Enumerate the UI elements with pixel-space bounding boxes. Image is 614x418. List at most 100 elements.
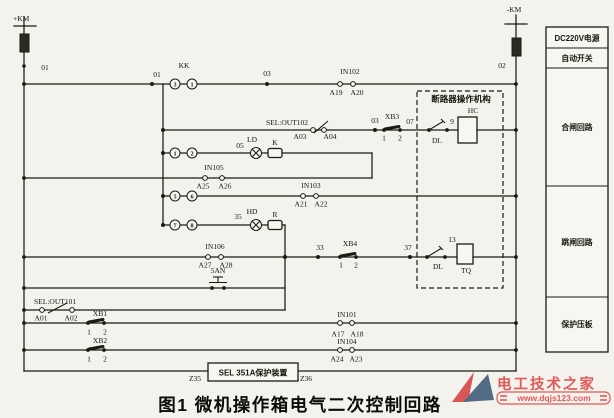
in101-term-a17-icon [337, 320, 343, 326]
xb1-label: XB1 [93, 309, 107, 318]
neg-fuse-label: -KM [507, 5, 522, 14]
fuse-positive-icon [19, 33, 30, 53]
kk-contact-2-icon [186, 147, 198, 159]
in103-term-a21-icon [300, 193, 306, 199]
side-panel: DC220V电源 自动开关 合闸回路 跳闸回路 保护压板 [545, 26, 609, 353]
tq-coil-icon [456, 243, 474, 265]
in106-term-a27-icon [205, 254, 211, 260]
kk-contact-1-num: 1 [190, 81, 193, 88]
in104-term-a23-icon [349, 347, 355, 353]
watermark-url: www.dqjs123.com [516, 393, 591, 403]
row-close-output: SEL:OUT102 A03 A04 03 XB3 1 2 07 [161, 112, 459, 143]
wire-02-label: 02 [498, 61, 506, 70]
a28-label: A28 [220, 261, 233, 270]
kk-contact-1b-icon [169, 147, 181, 159]
xb3-label: XB3 [385, 112, 399, 121]
xb4-label: XB4 [343, 239, 357, 248]
in104-term-a24-icon [337, 347, 343, 353]
wire-03b-label: 03 [371, 116, 379, 125]
a19-label: A19 [330, 88, 343, 97]
xb4-plate-icon [338, 252, 358, 259]
row-in103: 5 6 IN103 A21 A22 [161, 181, 517, 209]
out101-contact-icon [47, 302, 68, 314]
row-green-lamp: 1 2 05 LD K [161, 135, 373, 179]
in103-label: IN103 [301, 181, 320, 190]
panel-row-power: DC220V电源 [554, 33, 599, 43]
a24-label: A24 [331, 355, 344, 364]
wire-33-label: 33 [316, 243, 324, 252]
kk-switch-label: KK [179, 61, 190, 70]
row-close-command: 01 KK 3 1 03 IN102 A19 A20 [23, 61, 517, 226]
sel351a-label: SEL 351A保护装置 [219, 368, 288, 378]
ld-label: LD [247, 135, 258, 144]
dl-trip-label: DL [433, 262, 443, 271]
panel-row-closing: 合闸回路 [560, 122, 592, 132]
a21-label: A21 [295, 200, 308, 209]
lamp-ld-icon [250, 147, 262, 159]
hd-label: HD [247, 207, 258, 216]
wire-03-label: 03 [263, 69, 271, 78]
xb4-term1-label: 1 [339, 261, 343, 270]
out101-label: SEL:OUT101 [34, 297, 76, 306]
in104-label: IN104 [337, 337, 356, 346]
tq-label: TQ [461, 266, 472, 275]
mechanism-trip-branch: DL 13 TQ [425, 235, 517, 275]
out102-label: SEL:OUT102 [266, 118, 308, 127]
wire-07-label: 07 [406, 117, 414, 126]
panel-row-protection: 保护压板 [560, 319, 592, 329]
out102-term-a04-icon [321, 127, 327, 133]
mechanism-close-branch: DL 9 HC [427, 106, 517, 145]
dl-close-label: DL [432, 136, 442, 145]
wire-37-label: 37 [404, 243, 412, 252]
mechanism-label: 断路器操作机构 [431, 94, 491, 104]
xb2-plate-icon [86, 345, 106, 352]
xb3-plate-icon [382, 125, 402, 132]
xb2-label: XB2 [93, 336, 107, 345]
in102-label: IN102 [340, 67, 359, 76]
in106-term-a28-icon [218, 254, 224, 260]
a23-label: A23 [350, 355, 363, 364]
r-resistor-icon [267, 219, 283, 231]
a22-label: A22 [315, 200, 328, 209]
xb1-plate-icon [86, 318, 106, 325]
a27-label: A27 [199, 261, 212, 270]
a17-label: A17 [332, 330, 345, 339]
kk-contact-6-icon [186, 190, 198, 202]
kk-contact-3-icon [169, 78, 181, 90]
in106-label: IN106 [205, 242, 224, 251]
fuse-negative-icon [511, 37, 522, 57]
z36-label: Z36 [300, 374, 312, 383]
hc-coil-icon [457, 116, 478, 144]
wire-35-label: 35 [234, 212, 242, 221]
r-label: R [272, 210, 277, 219]
in105-term-a26-icon [219, 175, 225, 181]
out102-contact-icon [313, 120, 329, 134]
kk-contact-8-num: 8 [190, 222, 193, 229]
hc-term9-label: 9 [450, 117, 454, 126]
kk-contact-2-num: 2 [190, 150, 193, 157]
wire-01-label: 01 [41, 63, 49, 72]
out101-term-a02-icon [69, 307, 75, 313]
in102-term-a20-icon [350, 81, 356, 87]
a02-label: A02 [65, 314, 78, 323]
row-trip-button: 5AN [23, 266, 286, 290]
xb3-term1-label: 1 [382, 134, 386, 143]
k-label: K [272, 138, 278, 147]
row-in105: IN105 A25 A26 [23, 163, 373, 191]
in101-label: IN101 [337, 310, 356, 319]
wire-05-label: 05 [236, 141, 244, 150]
kk-contact-6-num: 6 [190, 193, 193, 200]
5an-button-icon [209, 276, 227, 290]
kk-contact-5-num: 5 [173, 193, 176, 200]
row-trip-output: SEL:OUT101 A01 A02 [23, 297, 286, 323]
xb2-term1-label: 1 [87, 355, 91, 364]
5an-label: 5AN [211, 266, 226, 275]
watermark: 电工技术之家 www.dqjs123.com [452, 372, 611, 405]
in105-label: IN105 [204, 163, 223, 172]
row-xb2-in104: XB2 1 2 IN104 A24 A23 [23, 336, 517, 364]
in105-term-a25-icon [202, 175, 208, 181]
a26-label: A26 [219, 182, 232, 191]
sel351a-device-box [207, 362, 299, 382]
